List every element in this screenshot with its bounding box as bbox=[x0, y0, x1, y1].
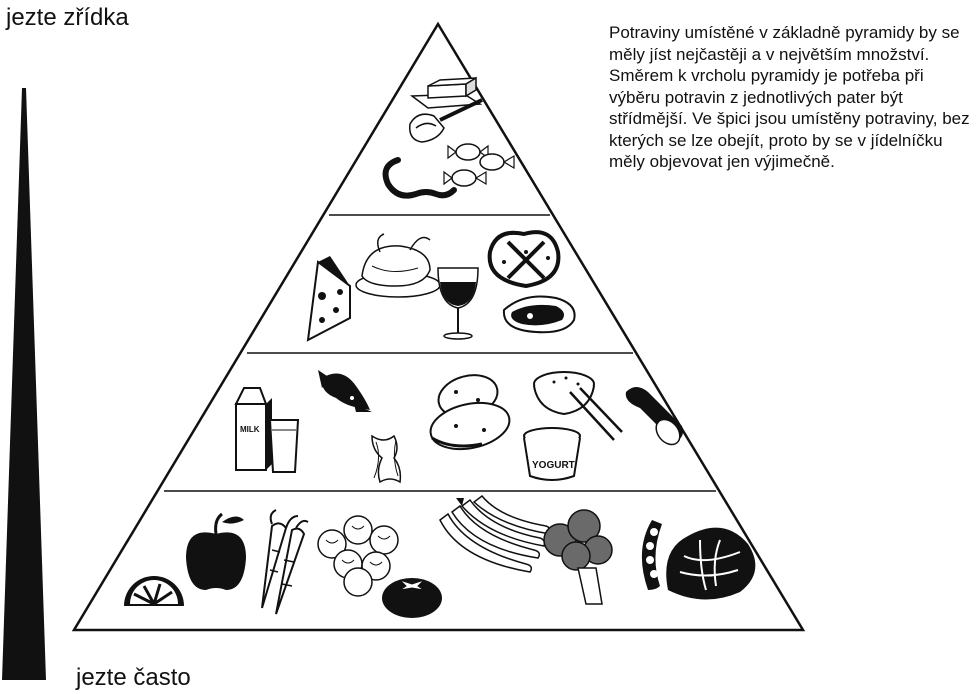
pasta-bow-icon bbox=[371, 434, 402, 484]
bananas-icon bbox=[439, 494, 552, 573]
pyramid-outline bbox=[71, 21, 806, 632]
pretzel-icon bbox=[487, 230, 561, 289]
tier-third: MILK bbox=[234, 370, 683, 484]
tier-top bbox=[382, 76, 515, 199]
butter-icon bbox=[409, 76, 483, 109]
candies-icon bbox=[443, 143, 515, 187]
steak-icon bbox=[502, 295, 576, 334]
apple-icon bbox=[186, 512, 246, 590]
milk-glass-icon bbox=[268, 419, 300, 473]
tomato-icon bbox=[382, 578, 442, 618]
fish-icon bbox=[318, 370, 372, 412]
sausage-icon bbox=[382, 157, 457, 199]
peas-icon bbox=[641, 520, 662, 590]
rice-bowl-icon bbox=[533, 371, 623, 441]
potatoes-icon bbox=[429, 374, 511, 451]
yogurt-icon: YOGURT bbox=[523, 427, 581, 481]
cheese-icon bbox=[306, 256, 351, 342]
frequency-wedge bbox=[2, 88, 46, 680]
roast-chicken-icon bbox=[355, 233, 441, 298]
milk-label: MILK bbox=[240, 425, 260, 434]
wine-glass-icon bbox=[437, 267, 479, 340]
orange-slice-icon bbox=[124, 576, 184, 606]
broccoli-icon bbox=[543, 509, 613, 605]
tier-second bbox=[306, 230, 576, 342]
description-text: Potraviny umístěné v základně pyramidy b… bbox=[609, 23, 970, 171]
bread-loaf-icon bbox=[625, 387, 683, 446]
bread-with-spread-icon bbox=[409, 98, 483, 143]
tier-base bbox=[124, 494, 756, 618]
label-eat-rarely: jezte zřídka bbox=[6, 4, 129, 31]
label-eat-often: jezte často bbox=[76, 664, 191, 691]
cabbage-icon bbox=[666, 527, 756, 600]
yogurt-label: YOGURT bbox=[532, 460, 575, 471]
lettuce-icon bbox=[317, 515, 399, 597]
carrots-icon bbox=[261, 509, 309, 615]
milk-carton-icon: MILK bbox=[234, 387, 272, 471]
